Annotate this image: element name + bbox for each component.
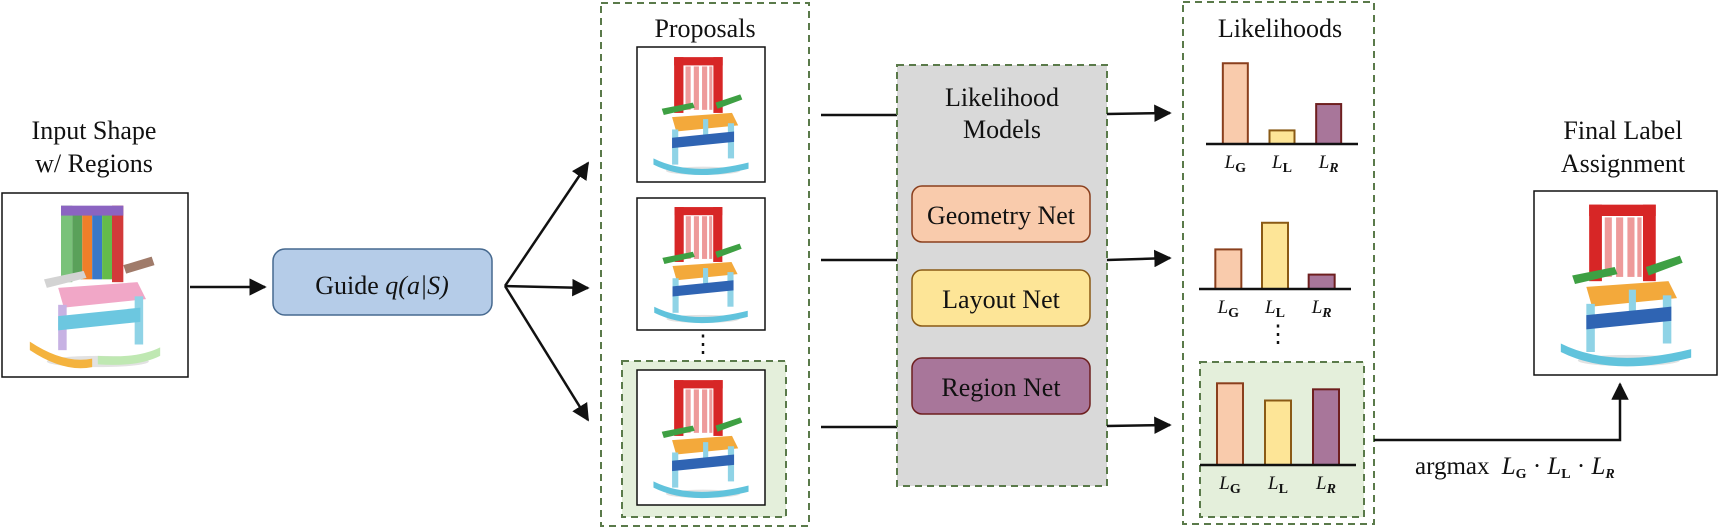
- likelihood-chart-1: LG LL LR: [1206, 62, 1358, 176]
- final-shape-frame: [1533, 190, 1718, 376]
- layout-net-box: [911, 269, 1091, 327]
- likelihood-models-group: Likelihood Models Geometry Net Layout Ne…: [896, 64, 1108, 487]
- guide-label: Guide q(a|S): [315, 271, 449, 300]
- proposal-frame-2: [636, 197, 766, 331]
- likelihoods-ellipsis: ⋮: [1266, 322, 1290, 348]
- input-title-line1: Input Shape: [32, 116, 157, 145]
- likelihood-axis-label-1-g: LG: [1224, 152, 1247, 176]
- likelihood-bar-3-r: [1312, 388, 1340, 467]
- likelihood-bar-1-r: [1315, 103, 1343, 146]
- proposals-group: Proposals ⋮: [600, 2, 810, 527]
- arrow-models-to-likelihood-1: [1106, 104, 1172, 122]
- guide-formula: q(a|S): [385, 271, 448, 300]
- likelihood-bar-2-r: [1307, 273, 1336, 291]
- likelihood-bar-3-l: [1264, 399, 1292, 466]
- likelihood-axis-label-2-r: LR: [1311, 297, 1332, 321]
- final-title-line1: Final Label: [1563, 116, 1682, 145]
- geometry-net-label: Geometry Net: [927, 201, 1076, 230]
- final-assignment-group: Final Label Assignment: [1533, 116, 1718, 376]
- layout-net-label: Layout Net: [942, 285, 1060, 314]
- arrow-models-to-likelihood-2: [1106, 249, 1172, 268]
- geometry-net-box: [911, 185, 1091, 243]
- arrow-guide-to-proposal-3: [503, 285, 590, 422]
- likelihood-axis-label-3-r: LR: [1315, 473, 1336, 497]
- arrow-models-to-likelihood-3: [1106, 416, 1172, 434]
- likelihood-bar-2-l: [1261, 221, 1289, 290]
- input-title-line2: w/ Regions: [35, 149, 153, 178]
- likelihood-bar-1-l: [1268, 129, 1296, 145]
- likelihood-axis-label-3-g: LG: [1218, 473, 1241, 497]
- argmax-formula: argmax LG · LL · LR: [1415, 453, 1615, 484]
- proposals-dashed-frame: [600, 2, 810, 527]
- proposal-frame-3: [636, 369, 766, 506]
- likelihood-axis-label-2-g: LG: [1217, 297, 1240, 321]
- arrow-guide-to-proposal-2: [504, 278, 590, 297]
- likelihood-models-title-line2: Models: [963, 115, 1041, 144]
- region-net-box: [911, 357, 1091, 415]
- likelihood-axis-label-1-r: LR: [1318, 152, 1339, 176]
- likelihood-axis-label-1-l: LL: [1271, 152, 1292, 176]
- arrow-to-final-assignment: [1374, 382, 1629, 442]
- final-title-line2: Assignment: [1561, 149, 1686, 178]
- likelihood-models-title-line1: Likelihood: [945, 83, 1059, 112]
- likelihood-bar-charts: LG LL LR LG LL LR LG LL LR: [1199, 62, 1358, 497]
- region-net-label: Region Net: [941, 373, 1061, 402]
- argmax-prefix: argmax: [1415, 453, 1490, 480]
- likelihoods-dashed-frame: [1182, 1, 1375, 525]
- likelihood-bar-1-g: [1221, 62, 1249, 145]
- likelihood-chart-2: LG LL LR: [1199, 221, 1351, 321]
- likelihoods-title: Likelihoods: [1218, 14, 1342, 43]
- likelihood-axis-label-2-l: LL: [1264, 297, 1285, 321]
- likelihood-bar-2-g: [1214, 248, 1243, 290]
- likelihoods-group: Likelihoods ⋮ LG LL LR LG LL LR LG LL LR: [1182, 1, 1375, 525]
- proposals-ellipsis: ⋮: [691, 332, 715, 358]
- proposals-title: Proposals: [654, 14, 755, 43]
- likelihood-axis-label-3-l: LL: [1267, 473, 1288, 497]
- likelihood-chart-3: LG LL LR: [1200, 382, 1356, 497]
- guide-box: Guide q(a|S): [272, 248, 493, 316]
- input-shape-group: Input Shape w/ Regions: [1, 116, 189, 378]
- arrow-guide-to-proposal-1: [503, 161, 590, 287]
- likelihood-bar-3-g: [1216, 382, 1244, 466]
- proposal-frame-1: [636, 46, 766, 183]
